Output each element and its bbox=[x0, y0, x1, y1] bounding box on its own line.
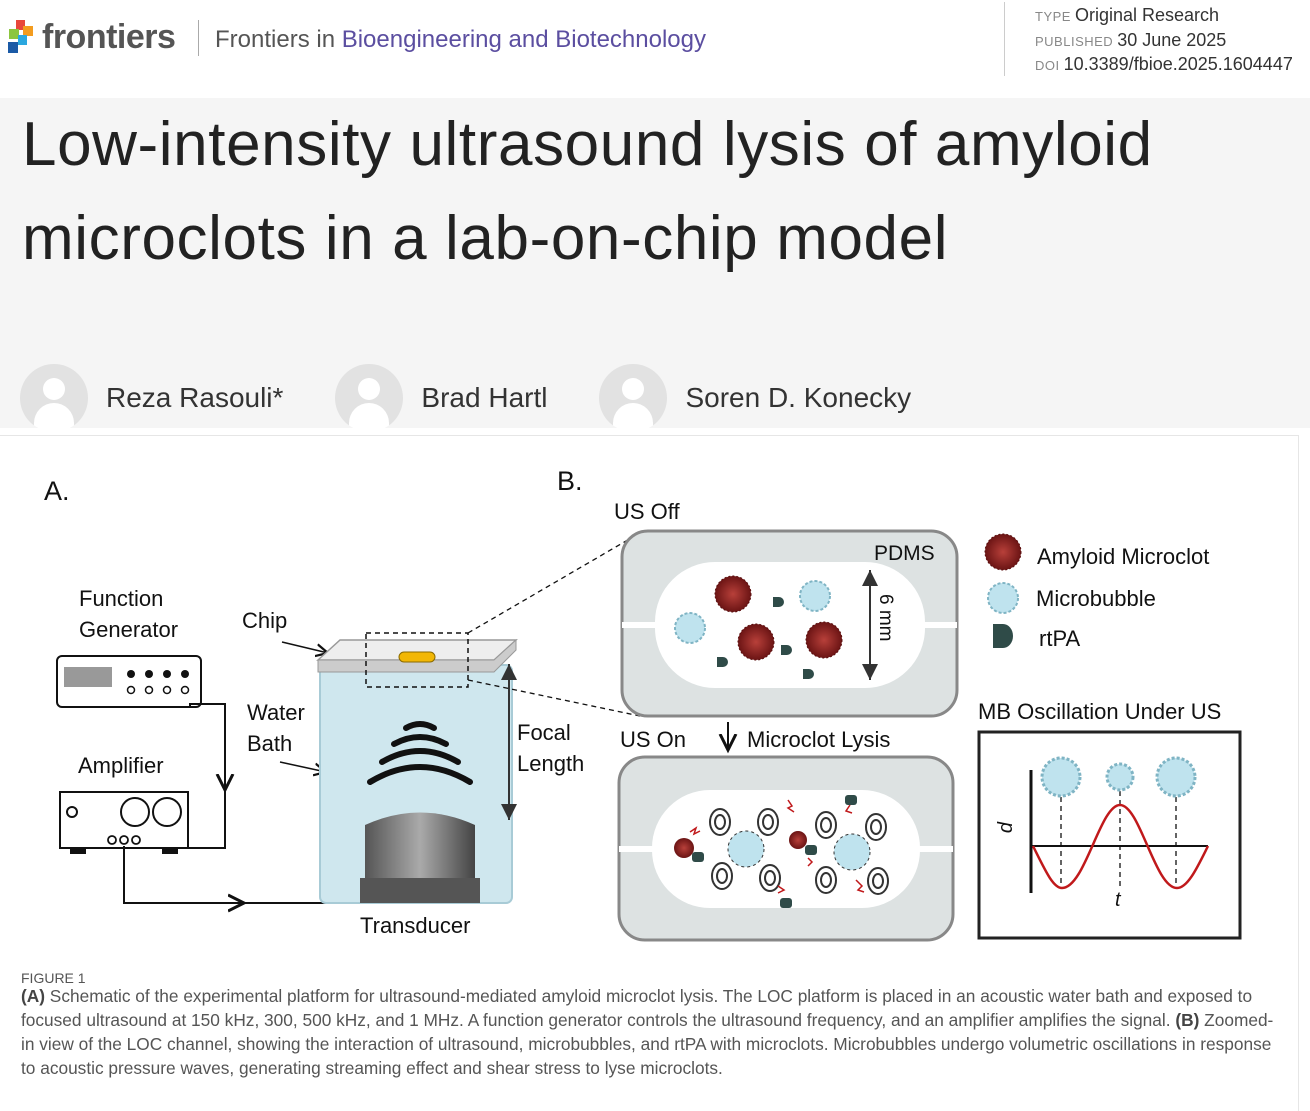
legend-bubble: Microbubble bbox=[1036, 586, 1156, 611]
author[interactable]: Reza Rasouli* bbox=[20, 364, 283, 428]
author[interactable]: Soren D. Konecky bbox=[599, 364, 911, 428]
legend-rtpa: rtPA bbox=[1039, 626, 1080, 651]
divider bbox=[198, 20, 199, 56]
type-label: TYPE bbox=[1035, 9, 1071, 24]
wiring bbox=[123, 703, 360, 903]
clot-icon bbox=[984, 533, 1022, 571]
us-on-label: US On bbox=[620, 727, 686, 752]
microclot-lysis-label: Microclot Lysis bbox=[747, 727, 890, 752]
pdms-label: PDMS bbox=[874, 542, 935, 565]
function-generator bbox=[56, 655, 202, 708]
bubble-icon bbox=[987, 582, 1019, 614]
chip-us-on bbox=[617, 755, 955, 942]
clot-icon bbox=[737, 623, 775, 661]
author-name[interactable]: Brad Hartl bbox=[421, 382, 548, 413]
water-bath-label: Bath bbox=[247, 731, 292, 756]
journal-header: frontiers Frontiers in Bioengineering an… bbox=[0, 0, 1310, 98]
avatar-icon bbox=[20, 364, 88, 428]
author-name[interactable]: Soren D. Konecky bbox=[685, 382, 912, 413]
rtpa-icon bbox=[717, 597, 814, 679]
journal-title[interactable]: Frontiers in Bioengineering and Biotechn… bbox=[215, 26, 706, 54]
bubble-icon bbox=[674, 612, 706, 644]
transducer-label: Transducer bbox=[360, 913, 470, 938]
amplifier bbox=[59, 791, 189, 854]
doi-label: DOI bbox=[1035, 58, 1060, 73]
logo-text: frontiers bbox=[42, 18, 176, 56]
clot-icon bbox=[714, 575, 752, 613]
journal-name[interactable]: Bioengineering and Biotechnology bbox=[341, 26, 706, 53]
title-line-2: microclots in a lab-on-chip model bbox=[22, 204, 949, 273]
bubble-icon bbox=[799, 580, 831, 612]
doi-value[interactable]: 10.3389/fbioe.2025.1604447 bbox=[1063, 54, 1293, 74]
title-band: Low-intensity ultrasound lysis of amyloi… bbox=[0, 98, 1310, 428]
caption-a-tag: (A) bbox=[21, 986, 45, 1006]
frontiers-logo-icon bbox=[8, 19, 33, 53]
legend: Amyloid Microclot Microbubble rtPA bbox=[984, 533, 1209, 651]
x-axis-label: t bbox=[1115, 889, 1122, 911]
function-generator-label: Generator bbox=[79, 617, 178, 642]
frontiers-logo[interactable]: frontiers bbox=[6, 18, 176, 57]
oscillation-title: MB Oscillation Under US bbox=[978, 699, 1221, 724]
water-bath-label: Water bbox=[247, 700, 305, 725]
y-axis-label: p bbox=[996, 821, 1018, 833]
channel-width-label: 6 mm bbox=[875, 594, 896, 642]
author[interactable]: Brad Hartl bbox=[335, 364, 547, 428]
focal-length-label: Focal bbox=[517, 720, 571, 745]
journal-prefix: Frontiers in bbox=[215, 26, 336, 53]
transducer bbox=[360, 812, 480, 903]
author-list: Reza Rasouli* Brad Hartl Soren D. Koneck… bbox=[20, 364, 963, 428]
ultrasound-waves-icon bbox=[367, 721, 473, 785]
rtpa-icon bbox=[993, 624, 1013, 648]
panel-a-label: A. bbox=[44, 476, 70, 506]
figure-caption: (A) Schematic of the experimental platfo… bbox=[21, 984, 1283, 1080]
author-name[interactable]: Reza Rasouli* bbox=[106, 382, 284, 413]
article-title: Low-intensity ultrasound lysis of amyloi… bbox=[22, 98, 1310, 286]
chip-us-off: PDMS 6 mm bbox=[620, 529, 959, 718]
panel-b-label: B. bbox=[557, 466, 583, 496]
caption-b-tag: (B) bbox=[1175, 1010, 1200, 1030]
divider bbox=[1004, 2, 1005, 76]
function-generator-label: Function bbox=[79, 586, 163, 611]
clot-icon bbox=[805, 621, 843, 659]
published-label: PUBLISHED bbox=[1035, 33, 1114, 49]
caption-a: Schematic of the experimental platform f… bbox=[21, 986, 1253, 1030]
caption-b: Zoomed-in view of the LOC channel, showi… bbox=[21, 1010, 1274, 1078]
chip bbox=[316, 638, 518, 673]
focal-length-label: Length bbox=[517, 751, 584, 776]
amplifier-label: Amplifier bbox=[78, 753, 164, 778]
figure-1[interactable]: A. Function Generator Amplifier Chip Wat… bbox=[0, 435, 1300, 955]
avatar-icon bbox=[335, 364, 404, 428]
legend-clot: Amyloid Microclot bbox=[1037, 544, 1209, 569]
chip-label: Chip bbox=[242, 608, 287, 633]
oscillation-plot: p t bbox=[977, 730, 1242, 940]
type-value: Original Research bbox=[1074, 5, 1220, 25]
figure-frame bbox=[0, 435, 1299, 1111]
us-off-label: US Off bbox=[614, 499, 681, 524]
avatar-icon bbox=[599, 364, 668, 428]
published-value: 30 June 2025 bbox=[1117, 29, 1227, 50]
title-line-1: Low-intensity ultrasound lysis of amyloi… bbox=[22, 110, 1153, 179]
figure-label: FIGURE 1 bbox=[21, 970, 86, 986]
zoom-region bbox=[365, 632, 469, 688]
